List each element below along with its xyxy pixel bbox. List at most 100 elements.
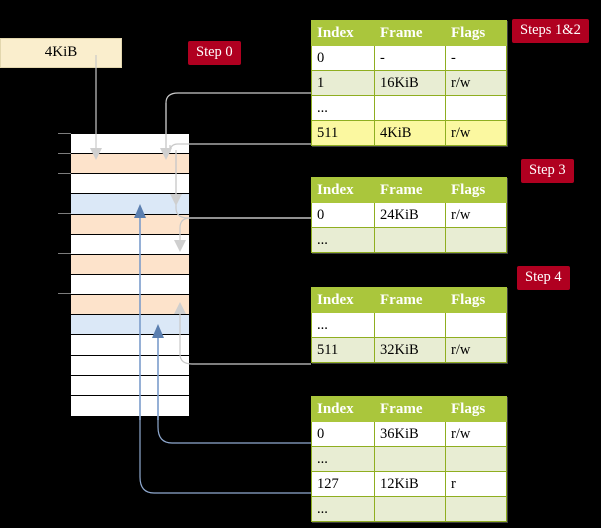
badge-step-4: Step 4 [517, 266, 570, 290]
cell-index: 1 [311, 70, 375, 96]
cell-index: 511 [311, 337, 375, 363]
page-table-level-2-table: Index Frame Flags ... 511 32KiB r/w [311, 287, 507, 363]
column-header-index: Index [311, 287, 375, 313]
page-table-level-2: Index Frame Flags ... 511 32KiB r/w [311, 287, 507, 363]
wire-l3-down [179, 217, 311, 240]
table-row: ... [311, 227, 507, 253]
grid-tick [58, 153, 71, 154]
arrowhead-up-icon [152, 324, 164, 338]
table-header-row: Index Frame Flags [311, 287, 507, 313]
cell-flags [445, 496, 507, 522]
column-header-frame: Frame [374, 287, 446, 313]
cell-frame: 24KiB [374, 202, 446, 228]
arrowhead-up-icon [134, 204, 146, 218]
wire-l4-1-to-branch [165, 92, 311, 148]
memory-grid-cell [71, 234, 189, 255]
column-header-frame: Frame [374, 20, 446, 46]
badge-step-0: Step 0 [188, 41, 241, 65]
table-header-row: Index Frame Flags [311, 396, 507, 422]
memory-grid-cell [71, 214, 189, 235]
arrowhead-down-icon [160, 148, 172, 160]
table-header-row: Index Frame Flags [311, 177, 507, 203]
cell-flags [445, 312, 507, 338]
page-table-level-4-table: Index Frame Flags 0 - - 1 16KiB r/w ... [311, 20, 507, 146]
badge-step-4-label: Step 4 [525, 269, 562, 285]
cell-flags [445, 227, 507, 253]
column-header-frame: Frame [374, 396, 446, 422]
badge-step-3: Step 3 [521, 159, 574, 183]
table-row: 511 32KiB r/w [311, 337, 507, 363]
cell-index: ... [311, 446, 375, 472]
cell-flags: r/w [445, 202, 507, 228]
wire-l4-511-to-grid [169, 143, 311, 153]
page-table-level-4: Index Frame Flags 0 - - 1 16KiB r/w ... [311, 20, 507, 146]
cell-flags: r/w [445, 120, 507, 146]
cell-flags [445, 95, 507, 121]
cell-flags: - [445, 45, 507, 71]
source-box-4kib: 4KiB [0, 38, 122, 68]
cell-frame [374, 446, 446, 472]
grid-tick [58, 173, 71, 174]
cell-index: ... [311, 95, 375, 121]
wire-grid-to-l2 [179, 312, 311, 365]
memory-grid-cell [71, 335, 189, 356]
table-row: 127 12KiB r [311, 471, 507, 497]
source-box-label: 4KiB [44, 44, 78, 60]
grid-tick [58, 133, 71, 134]
memory-grid-cell [71, 154, 189, 175]
cell-index: ... [311, 227, 375, 253]
arrowhead-down-icon [174, 240, 186, 252]
arrowhead-down-icon [90, 148, 102, 160]
memory-grid-cell [71, 295, 189, 316]
badge-step-0-label: Step 0 [196, 44, 233, 60]
cell-frame: 12KiB [374, 471, 446, 497]
page-table-level-3-table: Index Frame Flags 0 24KiB r/w ... [311, 177, 507, 253]
cell-frame: 16KiB [374, 70, 446, 96]
column-header-flags: Flags [445, 287, 507, 313]
badge-steps-1-2: Steps 1&2 [512, 19, 589, 43]
cell-frame [374, 312, 446, 338]
memory-grid-cell [71, 375, 189, 396]
cell-frame [374, 227, 446, 253]
arrowhead-down-icon [170, 194, 182, 206]
table-row: ... [311, 446, 507, 472]
wire-blue-to-l1-row127 [139, 415, 311, 494]
grid-tick [58, 293, 71, 294]
wire-grid-to-l3 [175, 150, 311, 219]
column-header-frame: Frame [374, 177, 446, 203]
column-header-flags: Flags [445, 177, 507, 203]
grid-tick [58, 213, 71, 214]
wire-blue-to-l1-row0 [157, 415, 311, 444]
memory-grid-cell [71, 395, 189, 416]
cell-frame [374, 496, 446, 522]
cell-frame: 36KiB [374, 421, 446, 447]
table-row: 1 16KiB r/w [311, 70, 507, 96]
cell-index: ... [311, 496, 375, 522]
column-header-flags: Flags [445, 20, 507, 46]
table-row: 511 4KiB r/w [311, 120, 507, 146]
memory-grid-cell [71, 274, 189, 296]
column-header-index: Index [311, 177, 375, 203]
table-row: ... [311, 312, 507, 338]
physical-memory-grid [70, 133, 190, 416]
memory-grid-cell [71, 254, 189, 275]
cell-frame: 4KiB [374, 120, 446, 146]
cell-index: 511 [311, 120, 375, 146]
table-row: 0 36KiB r/w [311, 421, 507, 447]
badge-step-3-label: Step 3 [529, 162, 566, 178]
page-table-level-1-table: Index Frame Flags 0 36KiB r/w ... 127 [311, 396, 507, 522]
page-table-level-1: Index Frame Flags 0 36KiB r/w ... 127 [311, 396, 507, 522]
grid-tick [58, 253, 71, 254]
cell-index: 0 [311, 45, 375, 71]
cell-flags [445, 446, 507, 472]
memory-grid-cell [71, 355, 189, 376]
column-header-index: Index [311, 396, 375, 422]
cell-flags: r/w [445, 337, 507, 363]
memory-grid-cell [71, 174, 189, 195]
memory-grid-cell [71, 194, 189, 215]
table-row: ... [311, 496, 507, 522]
badge-steps-1-2-label: Steps 1&2 [520, 22, 581, 38]
column-header-flags: Flags [445, 396, 507, 422]
